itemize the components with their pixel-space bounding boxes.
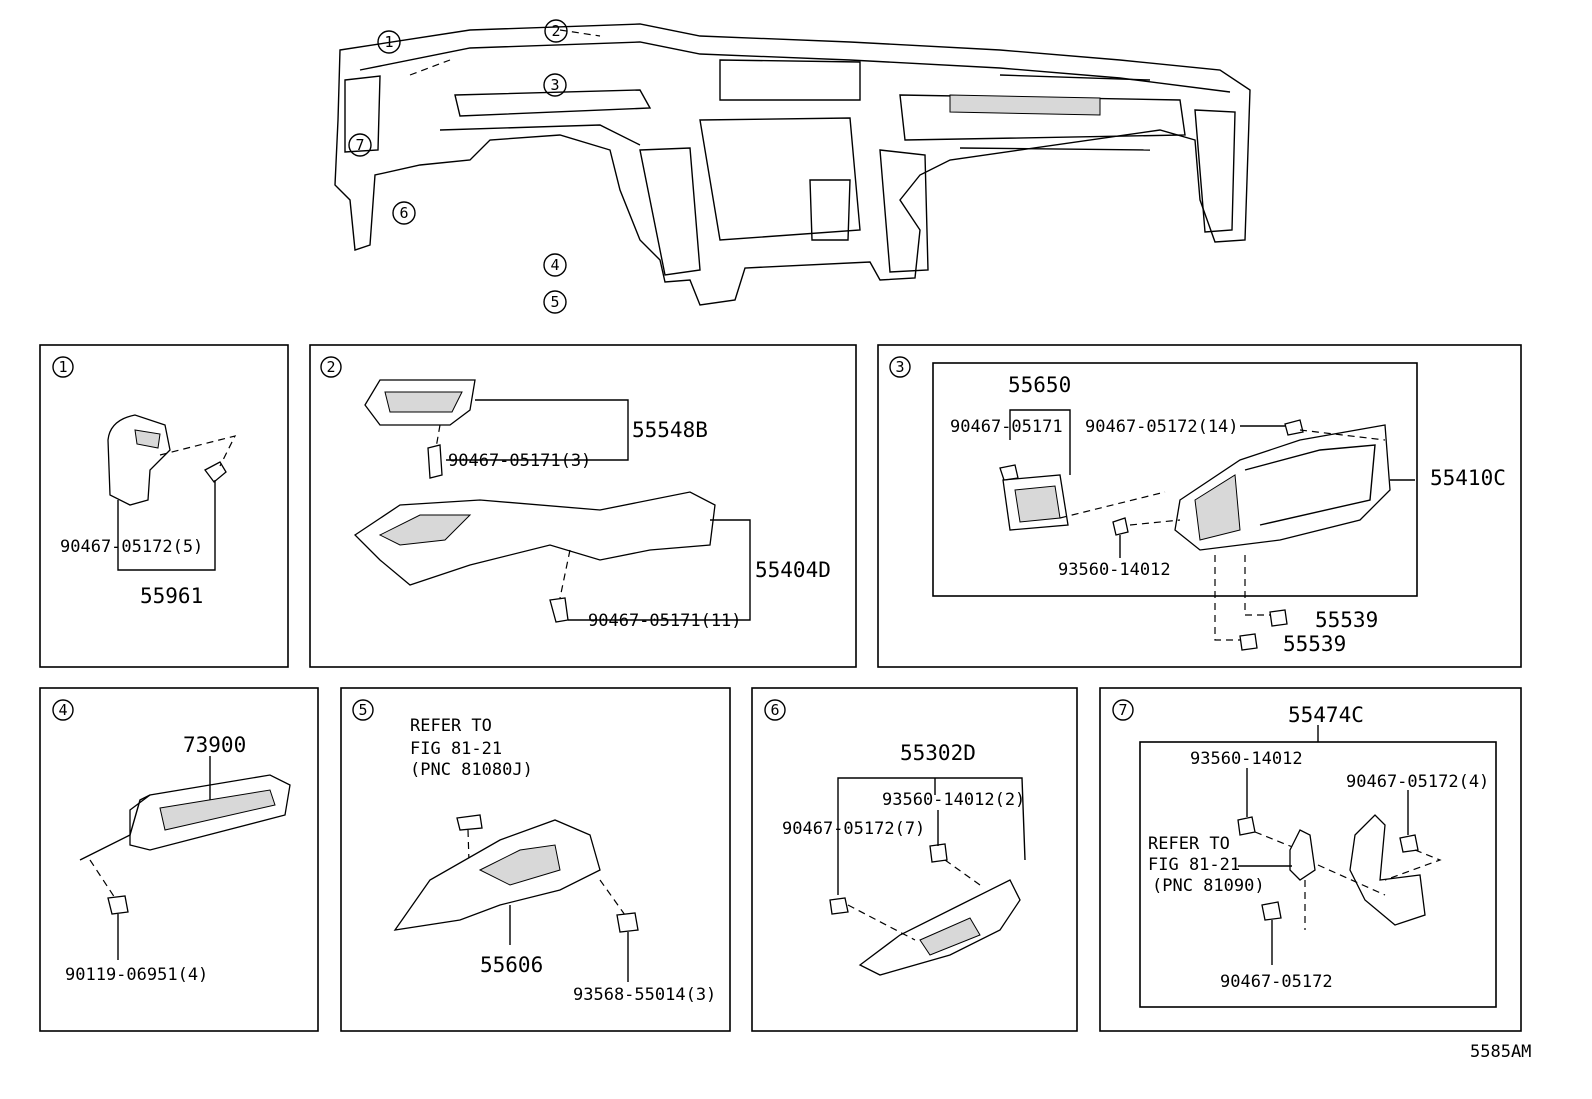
label-90119-06951-4[interactable]: 90119-06951(4) [65,965,208,985]
label-55539-b[interactable]: 55539 [1283,632,1346,656]
panel-4: 4 73900 90119-06951(4) [39,687,319,1032]
panel-7: 7 55474C 93560-14012 90467-05172(4) REFE… [1099,687,1522,1032]
label-93560-14012[interactable]: 93560-14012 [1058,560,1171,580]
label-93560-14012-p7[interactable]: 93560-14012 [1190,749,1303,769]
part-55302d-illustration [858,879,1021,976]
svg-text:3: 3 [895,358,904,376]
panel-4-badge [52,699,74,721]
label-55539-a[interactable]: 55539 [1315,608,1378,632]
panel-5-badge [352,699,374,721]
label-90467-05171-3[interactable]: 90467-05171(3) [448,451,591,471]
label-55302d[interactable]: 55302D [900,741,976,765]
panel-3: 3 55650 90467-05171 90467-05172(14) 5541… [877,344,1522,668]
label-55961[interactable]: 55961 [140,584,203,608]
label-93568-55014-3[interactable]: 93568-55014(3) [573,985,716,1005]
label-55548b[interactable]: 55548B [632,418,708,442]
svg-text:2: 2 [551,22,560,40]
callout-7[interactable]: 7 [348,133,372,157]
svg-text:5: 5 [550,293,559,311]
refer-fig-link-p7[interactable]: FIG 81-21 [1148,855,1240,875]
label-55410c[interactable]: 55410C [1430,466,1506,490]
refer-pnc-text-p7: (PNC 81090) [1152,876,1265,896]
callout-4[interactable]: 4 [543,253,567,277]
callout-6[interactable]: 6 [392,201,416,225]
callout-3[interactable]: 3 [543,73,567,97]
overview-callouts: 1 2 3 7 6 4 5 [348,19,568,314]
svg-text:6: 6 [770,701,779,719]
label-90467-05172-p7[interactable]: 90467-05172 [1220,972,1333,992]
panel-1-badge [52,356,74,378]
svg-text:1: 1 [58,358,67,376]
label-73900[interactable]: 73900 [183,733,246,757]
svg-text:1: 1 [384,33,393,51]
svg-text:7: 7 [1118,701,1127,719]
refer-part-illustration [1289,829,1316,881]
panel-6-badge [764,699,786,721]
svg-text:6: 6 [399,204,408,222]
svg-text:7: 7 [355,136,364,154]
refer-to-text-p7: REFER TO [1148,834,1230,854]
callout-1[interactable]: 1 [377,30,401,54]
label-93560-14012-2[interactable]: 93560-14012(2) [882,790,1025,810]
callout-2[interactable]: 2 [544,19,568,43]
svg-text:2: 2 [326,358,335,376]
label-55606[interactable]: 55606 [480,953,543,977]
panel-2: 2 55548B 90467-05171(3) 55404D 90467-051… [309,344,857,668]
part-55961-illustration [107,414,171,506]
label-90467-05171-11[interactable]: 90467-05171(11) [588,611,742,631]
refer-pnc-text: (PNC 81080J) [410,760,533,780]
illustration-code: 5585AM [1470,1042,1531,1062]
refer-to-text: REFER TO [410,716,492,736]
panel-1: 1 90467-05172(5) 55961 [39,344,289,668]
svg-text:5: 5 [358,701,367,719]
label-55404d[interactable]: 55404D [755,558,831,582]
panel-7-badge [1112,699,1134,721]
label-90467-05172-7[interactable]: 90467-05172(7) [782,819,925,839]
clip-illustration [204,461,227,483]
label-90467-05172-4[interactable]: 90467-05172(4) [1346,772,1489,792]
panel-3-badge [889,356,911,378]
callout-5[interactable]: 5 [543,290,567,314]
refer-fig-link[interactable]: FIG 81-21 [410,739,502,759]
label-90467-05172-5[interactable]: 90467-05172(5) [60,537,203,557]
panel-6: 6 55302D 93560-14012(2) 90467-05172(7) [751,687,1078,1032]
dashboard-assembly-illustration [334,23,1251,306]
svg-text:3: 3 [550,76,559,94]
panel-5: 5 REFER TO FIG 81-21 (PNC 81080J) 55606 … [340,687,731,1032]
part-55474c-illustration [1349,814,1426,926]
label-90467-05171[interactable]: 90467-05171 [950,417,1063,437]
svg-text:4: 4 [550,256,559,274]
svg-text:4: 4 [58,701,67,719]
label-90467-05172-14[interactable]: 90467-05172(14) [1085,417,1239,437]
label-55474c[interactable]: 55474C [1288,703,1364,727]
panel-2-badge [320,356,342,378]
label-55650[interactable]: 55650 [1008,373,1071,397]
